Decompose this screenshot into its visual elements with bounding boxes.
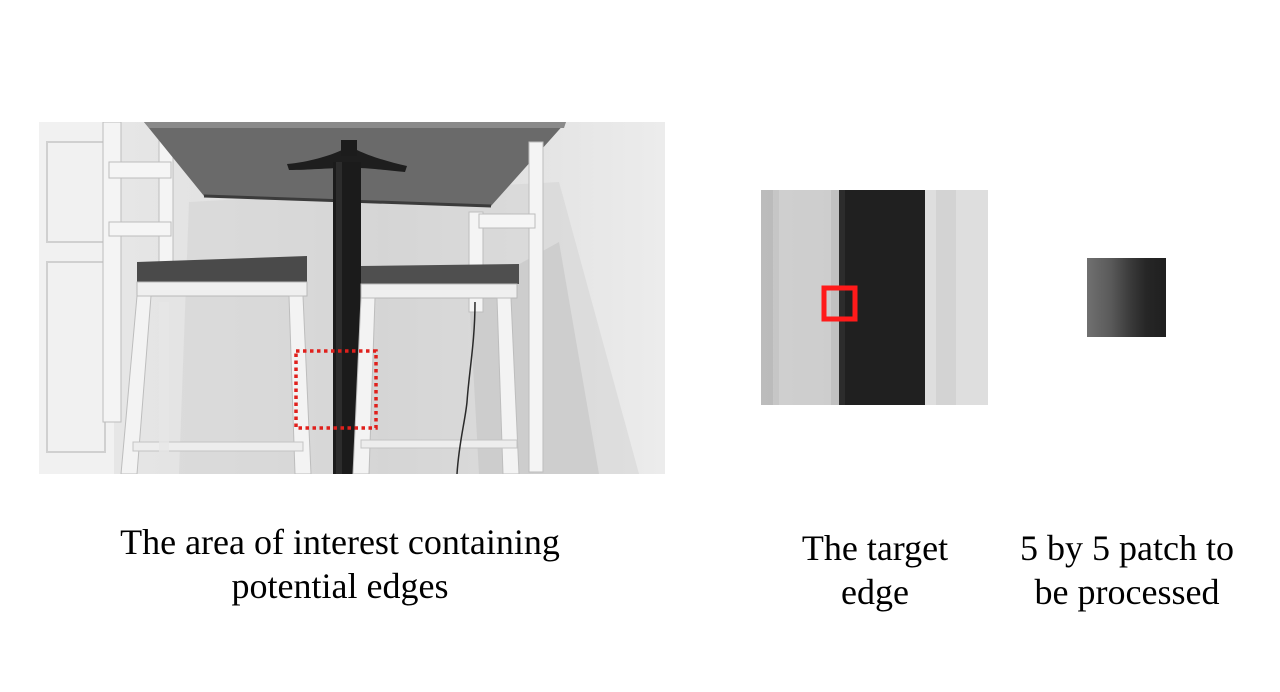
patch-caption-line1: 5 by 5 patch to xyxy=(1020,528,1234,568)
area-highlight-box xyxy=(294,349,378,430)
target-caption: The target edge xyxy=(780,526,970,614)
patch-caption: 5 by 5 patch to be processed xyxy=(1000,526,1254,614)
target-caption-line2: edge xyxy=(841,572,909,612)
patch-caption-line2: be processed xyxy=(1034,572,1220,612)
area-caption: The area of interest containing potentia… xyxy=(90,520,590,608)
target-edge-image xyxy=(761,190,988,405)
target-highlight-box xyxy=(821,285,858,322)
patch-image xyxy=(1087,258,1166,337)
target-caption-line1: The target xyxy=(801,528,949,568)
area-caption-line2: potential edges xyxy=(231,566,449,606)
area-caption-line1: The area of interest containing xyxy=(120,522,560,562)
area-of-interest-image xyxy=(39,122,665,474)
